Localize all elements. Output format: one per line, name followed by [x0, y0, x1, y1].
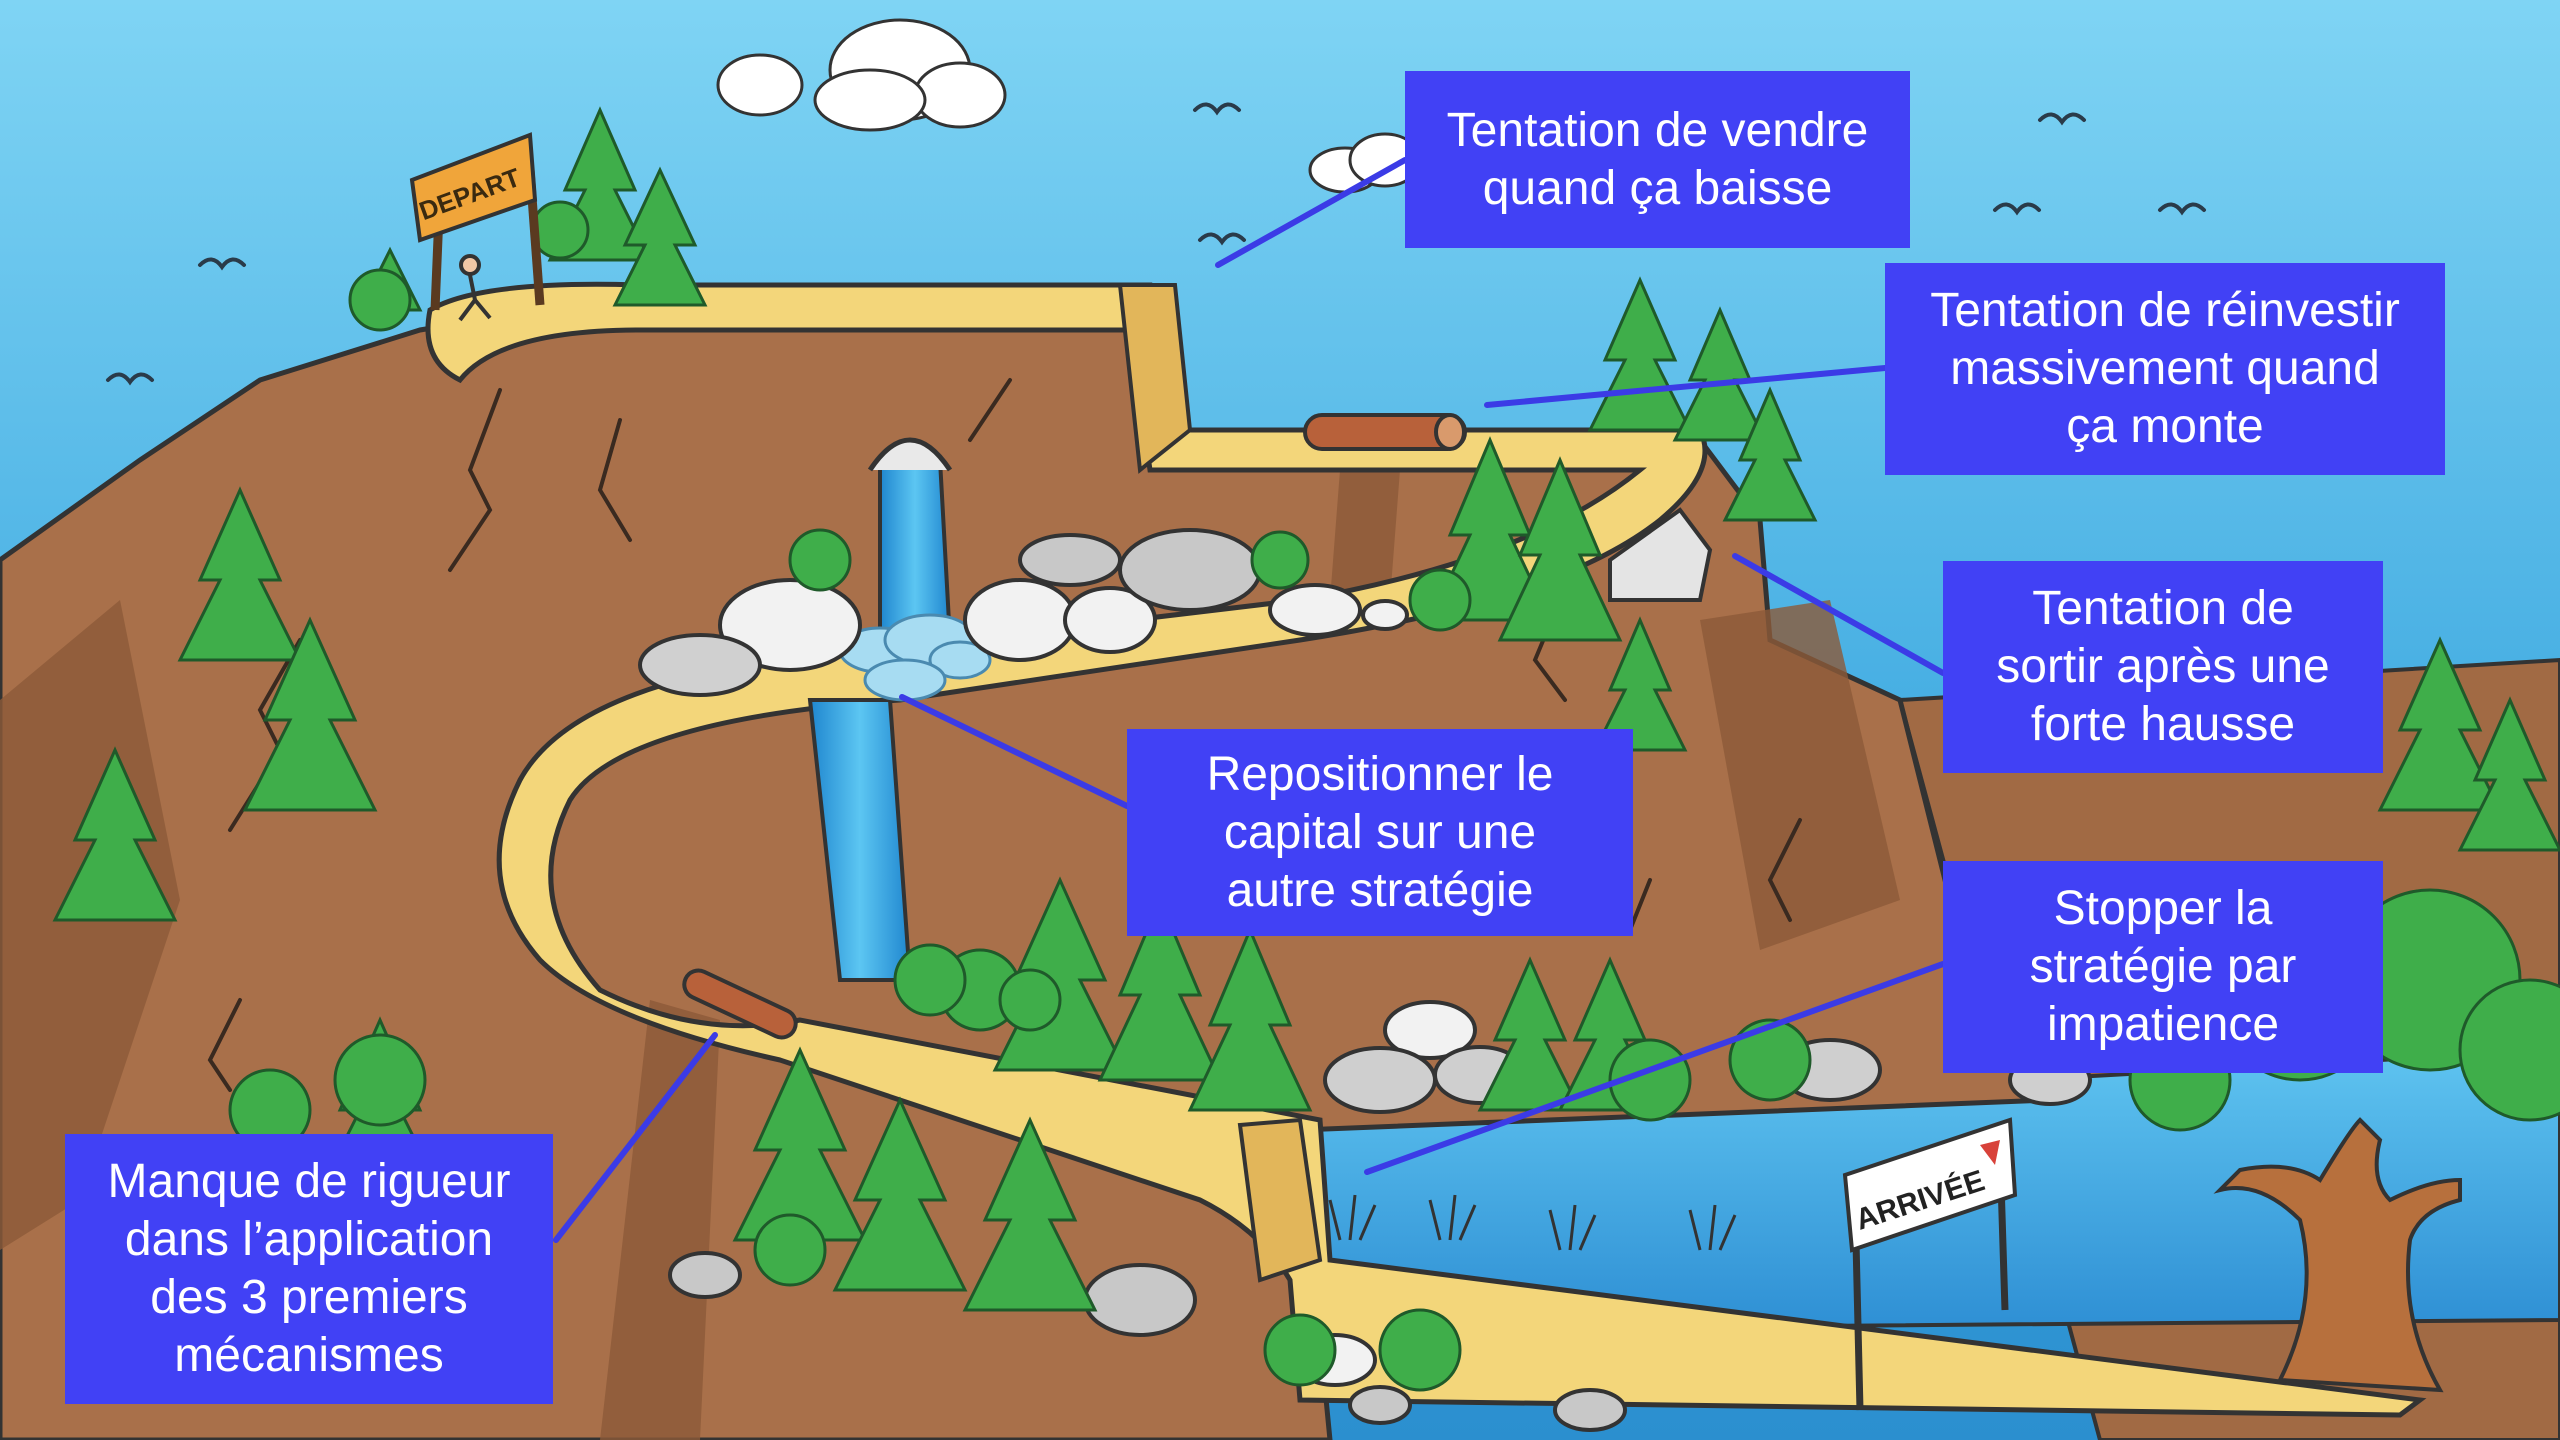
rocks	[638, 507, 2092, 1432]
tree	[2377, 636, 2503, 812]
big-tree-trunk	[2213, 1117, 2462, 1393]
connector-reinvestir	[1484, 365, 1888, 408]
callout-line: dans l’application	[124, 1213, 494, 1266]
cloud	[716, 18, 1007, 132]
connector-vendre	[1215, 157, 1408, 268]
logs	[682, 413, 1467, 1040]
bird	[2038, 112, 2086, 126]
callout-stopper: Stopper la stratégie par impatience	[1943, 861, 2383, 1073]
waterfall-arch	[867, 437, 953, 472]
callout-line: capital sur une	[1223, 805, 1537, 859]
callout-repositionner: Repositionner le capital sur une autre s…	[1127, 729, 1633, 936]
connector-rigueur	[553, 1032, 718, 1243]
callout-line: ça monte	[2066, 400, 2264, 453]
birds	[106, 102, 2206, 386]
waterfall-splash	[838, 613, 992, 702]
log	[682, 968, 798, 1040]
trail-block	[1117, 283, 1193, 474]
callout-tentation-reinvestir: Tentation de réinvestir massivement quan…	[1885, 263, 2445, 475]
callout-line: quand ça baisse	[1482, 161, 1833, 215]
bird	[106, 372, 154, 386]
trail-block	[1237, 1117, 1323, 1283]
waterfall-top	[878, 458, 953, 642]
bird	[198, 257, 246, 271]
tree	[832, 1096, 968, 1292]
tree	[612, 166, 708, 307]
tree	[177, 486, 303, 662]
connector-lines	[553, 157, 1946, 1243]
tree	[1592, 616, 1688, 752]
tree	[52, 746, 178, 922]
bird	[1993, 202, 2041, 216]
cliff-shading	[0, 470, 1900, 1440]
tree	[1722, 386, 1818, 522]
callout-line: sortir après une	[1996, 640, 2330, 693]
callout-line: Tentation de	[2032, 582, 2294, 635]
callout-line: Manque de rigueur	[107, 1155, 511, 1208]
clouds	[716, 18, 1422, 194]
callout-line: forte hausse	[2030, 698, 2296, 751]
callout-line: Stopper la	[2053, 882, 2273, 935]
callout-line: mécanismes	[174, 1329, 444, 1382]
tree	[1097, 896, 1223, 1082]
tree	[242, 616, 378, 812]
reeds	[1328, 1194, 1737, 1251]
callout-line: des 3 premiers	[150, 1271, 468, 1324]
callout-line: stratégie par	[2029, 940, 2297, 993]
callout-tentation-vendre: Tentation de vendre quand ça baisse	[1405, 71, 1910, 248]
callout-manque-rigueur: Manque de rigueur dans l’application des…	[65, 1134, 553, 1404]
callout-line: impatience	[2046, 998, 2280, 1051]
callout-tentation-sortir: Tentation de sortir après une forte haus…	[1943, 561, 2383, 773]
tree	[962, 1116, 1098, 1312]
bird	[1198, 232, 1246, 246]
connector-sortir	[1732, 553, 1946, 676]
start-sign: DEPART	[409, 132, 545, 311]
tree	[2457, 696, 2560, 852]
hiker	[458, 254, 492, 322]
connector-stopper	[1364, 961, 1946, 1175]
callout-line: autre stratégie	[1226, 863, 1534, 917]
tree	[1427, 436, 1553, 622]
connector-repositionner	[899, 694, 1130, 809]
callout-line: Tentation de réinvestir	[1930, 284, 2400, 337]
bird	[2158, 202, 2206, 216]
tree	[1497, 456, 1623, 642]
tree	[1187, 926, 1313, 1112]
callout-line: Repositionner le	[1206, 747, 1554, 801]
callout-line: Tentation de vendre	[1446, 103, 1869, 157]
bird	[1193, 102, 1241, 116]
callout-line: massivement quand	[1950, 342, 2380, 395]
